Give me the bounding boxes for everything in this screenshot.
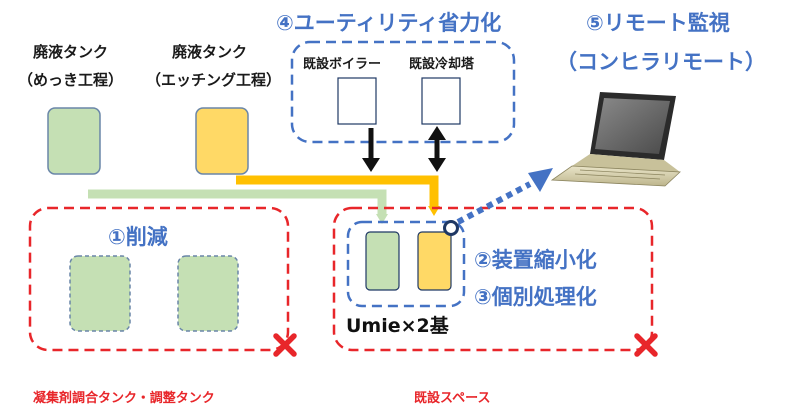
cooling-tower-arrow-head-down — [428, 158, 446, 172]
etching-tank-label: 廃液タンク — [172, 43, 248, 61]
downsizing-label: ②装置縮小化 — [474, 248, 597, 272]
plating-tank — [47, 107, 101, 175]
umie-label: Umie×2基 — [346, 315, 449, 337]
plating-tank-label: 廃液タンク — [33, 43, 109, 61]
left-region-tank-1 — [69, 255, 131, 332]
yellow-pipe — [236, 175, 439, 208]
boiler-arrow-head — [362, 158, 380, 172]
remote-title: ⑤リモート監視 — [586, 11, 730, 35]
cooling-tower-box — [421, 77, 461, 125]
left-region-caption: 凝集剤調合タンク・調整タンク — [33, 391, 215, 406]
right-region-caption: 既設スペース — [414, 391, 491, 406]
boiler-label: 既設ボイラー — [303, 57, 382, 72]
remote-subtitle: （コンヒラリモート） — [556, 50, 766, 74]
etching-tank-process: （エッチング工程） — [146, 71, 282, 89]
utility-title: ④ユーティリティ省力化 — [276, 11, 502, 35]
cross-mark-icon — [634, 333, 658, 357]
green-pipe — [88, 189, 387, 216]
cooling-tower-arrow-head-up — [428, 126, 446, 140]
etching-tank — [195, 107, 249, 175]
remote-link-dotted — [456, 181, 532, 225]
plating-tank-process: （めっき工程） — [18, 71, 124, 89]
cooling-tower-label: 既設冷却塔 — [409, 57, 475, 72]
cross-mark-icon — [273, 333, 297, 357]
umie-unit-green — [365, 231, 400, 291]
right-region-box — [332, 206, 654, 352]
laptop-icon — [550, 92, 681, 187]
green-pipe-arrowhead — [376, 214, 388, 224]
utility-group-box — [290, 40, 516, 144]
connector-circle-icon — [443, 220, 459, 236]
umie-group-box — [346, 220, 466, 308]
boiler-box — [337, 77, 377, 125]
reduction-label: ①削減 — [108, 225, 168, 249]
individual-processing-label: ③個別処理化 — [474, 285, 597, 309]
left-region-tank-2 — [177, 255, 239, 332]
remote-link-arrowhead — [528, 168, 553, 192]
umie-unit-yellow — [417, 231, 452, 291]
